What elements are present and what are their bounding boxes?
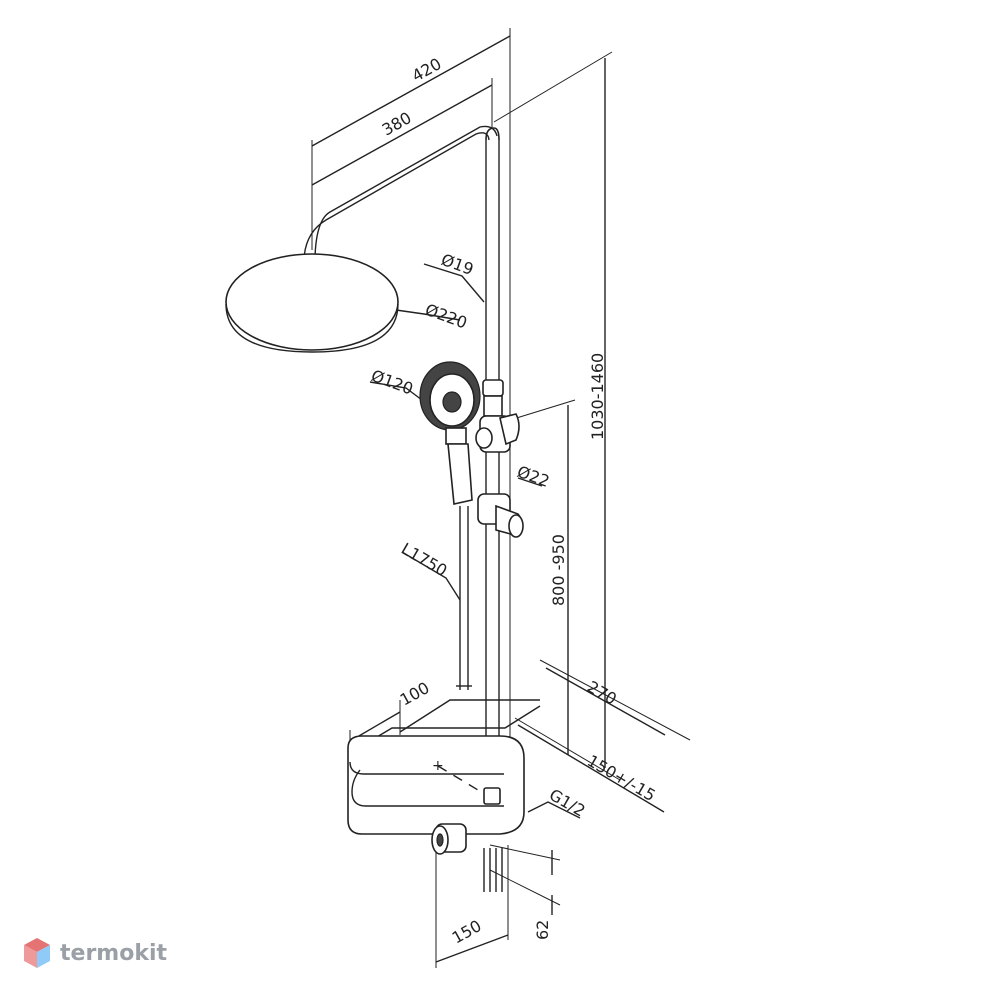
hand-shower — [419, 361, 481, 505]
shower-hose — [456, 506, 472, 690]
watermark: termokit — [22, 936, 167, 970]
dim-d220-label: Ø220 — [423, 300, 470, 333]
dim-100-label: 100 — [397, 678, 433, 709]
dim-150-label: 150 — [449, 916, 485, 947]
dim-800-950-label: 800 -950 — [549, 534, 568, 606]
mixer-mark: + — [432, 758, 444, 774]
upper-holder — [475, 379, 520, 453]
dim-380-label: 380 — [379, 108, 415, 139]
mixer-knob — [431, 823, 467, 855]
dim-d120-label: Ø120 — [369, 366, 416, 399]
termokit-logo-icon — [24, 938, 50, 968]
dim-62-label: 62 — [533, 920, 552, 940]
dim-420-label: 420 — [409, 54, 445, 85]
dim-1030-1460-label: 1030-1460 — [588, 353, 607, 440]
dim-150-tolerance-label: 150+/-15 — [584, 751, 659, 805]
riser-rail — [485, 127, 500, 800]
watermark-text: termokit — [60, 940, 168, 966]
shower-arm — [303, 125, 498, 259]
dim-d22-label: Ø22 — [515, 462, 552, 491]
dim-g12-label: G1/2 — [546, 785, 589, 821]
dim-270-label: 270 — [584, 677, 620, 709]
overhead-shower-head — [225, 253, 399, 353]
inlet-pipes — [483, 848, 503, 892]
dim-l1750-label: L1750 — [398, 539, 450, 580]
extension-lines — [311, 28, 691, 968]
thermostatic-mixer: + — [347, 699, 541, 835]
lower-slider — [477, 493, 524, 538]
dimension-lines — [311, 35, 666, 963]
